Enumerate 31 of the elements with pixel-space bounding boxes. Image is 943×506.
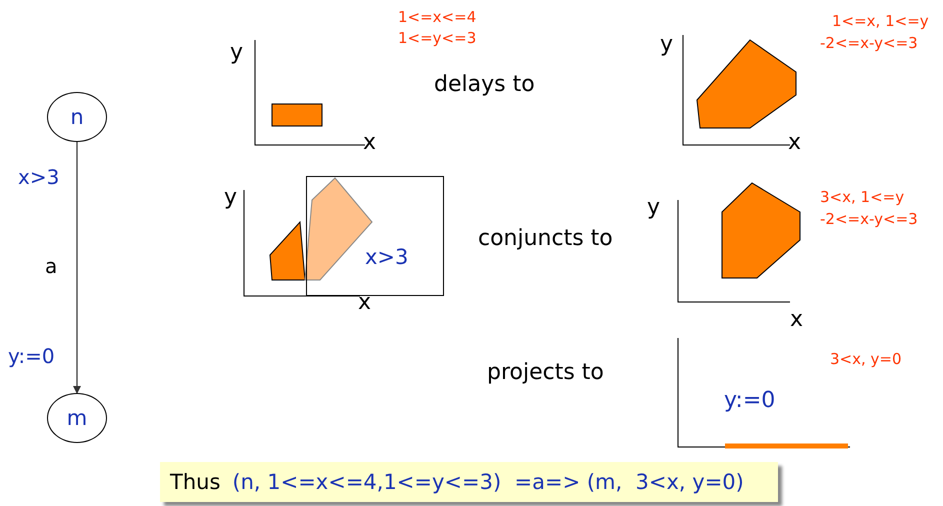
axis-label: x [788, 130, 802, 156]
guard-label: x>3 [365, 245, 408, 269]
guard-region-box [306, 176, 444, 296]
location-name: m [66, 406, 88, 430]
location-name: n [70, 105, 84, 129]
location-circle [47, 92, 107, 142]
reset-label: y:=0 [724, 388, 776, 414]
constraint-text: 3<x, y=0 [830, 350, 902, 368]
arrow [73, 142, 81, 394]
axis-label: y [230, 40, 244, 66]
reset-label: y:=0 [8, 344, 55, 368]
axis-label: x [358, 290, 372, 316]
guard-label: x>3 [18, 165, 60, 189]
constraint-text: 1<=x, 1<=y [832, 12, 929, 30]
operation-text: projects to [487, 360, 604, 386]
constraint-text: 3<x, 1<=y [820, 188, 904, 206]
axis-label: y [660, 32, 674, 58]
conclusion-word: Thus [170, 470, 220, 494]
constraint-text: 1<=y<=3 [398, 29, 476, 47]
axis-label: x [790, 307, 804, 334]
constraint-text: -2<=x-y<=3 [820, 210, 918, 228]
axis-label: y [647, 195, 660, 222]
transition-statement: (n, 1<=x<=4,1<=y<=3) =a=> (m, 3<x, y=0) [232, 470, 744, 494]
operation-text: delays to [434, 72, 535, 98]
operation-text: conjuncts to [478, 226, 613, 252]
axis-label: x [363, 130, 376, 156]
location-circle [47, 393, 107, 443]
constraint-text: -2<=x-y<=3 [820, 34, 918, 52]
axis-label: y [224, 185, 238, 212]
constraint-text: 1<=x<=4 [398, 8, 476, 26]
conclusion-banner [160, 462, 778, 502]
